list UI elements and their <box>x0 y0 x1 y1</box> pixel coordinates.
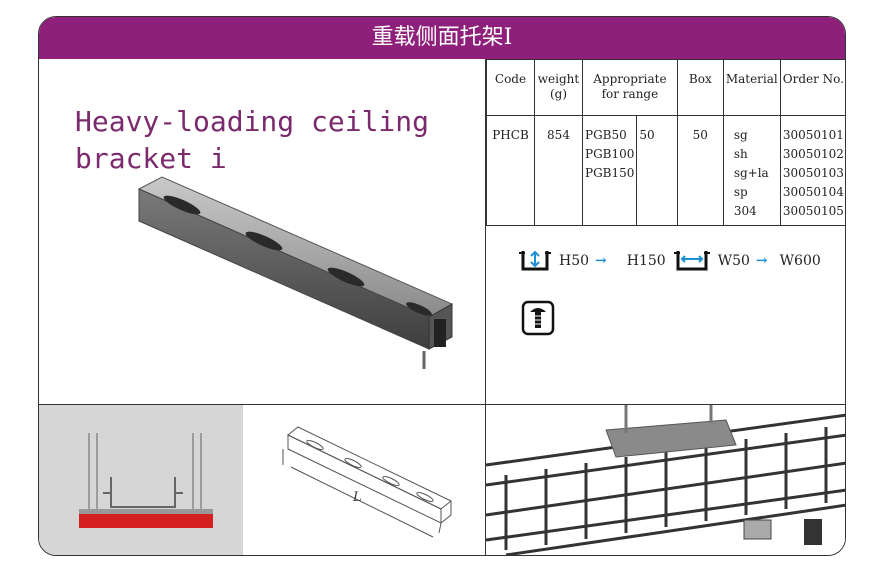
height-min: H50 <box>559 253 590 269</box>
cell-range-value: 50 <box>636 115 678 226</box>
order-number: 30050103 <box>782 166 844 180</box>
product-sheet: 重载侧面托架I Heavy-loading ceiling bracket i <box>38 16 846 556</box>
installed-photo <box>486 405 845 555</box>
material-item: sg+la <box>733 166 769 180</box>
material-item: 304 <box>733 204 757 218</box>
detail-images: L <box>39 404 845 555</box>
page-title: 重载侧面托架I <box>39 17 845 59</box>
order-number: 30050105 <box>782 204 844 218</box>
cell-box: 50 <box>676 115 724 226</box>
width-icon <box>673 251 710 271</box>
bracket-photo <box>137 176 454 369</box>
material-item: sg <box>733 128 748 142</box>
width-min: W50 <box>717 253 750 269</box>
col-code: Code <box>486 59 535 116</box>
cable-tray-installation <box>486 405 845 555</box>
screw-icon <box>521 300 555 336</box>
bracket-line-drawing: L <box>282 426 452 538</box>
mounting-illustration <box>79 433 213 528</box>
material-item: sp <box>733 185 748 199</box>
cell-weight: 854 <box>534 115 583 226</box>
dimension-range: H50 → H150 W50 → W600 <box>517 249 821 273</box>
col-box: Box <box>676 59 724 116</box>
height-icon <box>519 250 551 271</box>
arrow-icon: → <box>755 253 768 269</box>
mounting-diagram <box>39 405 243 555</box>
cell-code: PHCB <box>486 115 535 226</box>
length-label: L <box>352 490 362 505</box>
material-item: sh <box>733 147 748 161</box>
range-item: PGB100 <box>585 147 635 161</box>
spec-table: Code weight (g) Appropriate for range Bo… <box>486 59 845 226</box>
range-item: PGB150 <box>585 166 635 180</box>
col-weight: weight (g) <box>534 59 583 116</box>
cell-materials: sg sh sg+la sp 304 <box>722 115 781 226</box>
height-max: H150 <box>626 253 666 269</box>
line-drawing: L <box>243 405 486 555</box>
order-number: 30050104 <box>782 185 844 199</box>
order-number: 30050101 <box>782 128 844 142</box>
width-max: W600 <box>779 253 821 269</box>
product-heading: Heavy-loading ceiling bracket i <box>75 105 430 175</box>
cell-order-numbers: 30050101 30050102 30050103 30050104 3005… <box>779 115 845 226</box>
product-photo-panel: Heavy-loading ceiling bracket i <box>39 59 486 404</box>
order-number: 30050102 <box>782 147 844 161</box>
arrow-icon: → <box>595 253 607 269</box>
col-material: Material <box>722 59 781 116</box>
range-item: PGB50 <box>585 128 627 142</box>
cell-ranges: PGB50 PGB100 PGB150 <box>581 115 638 226</box>
col-order-no: Order No. <box>779 59 845 116</box>
col-range: Appropriate for range <box>582 59 678 116</box>
